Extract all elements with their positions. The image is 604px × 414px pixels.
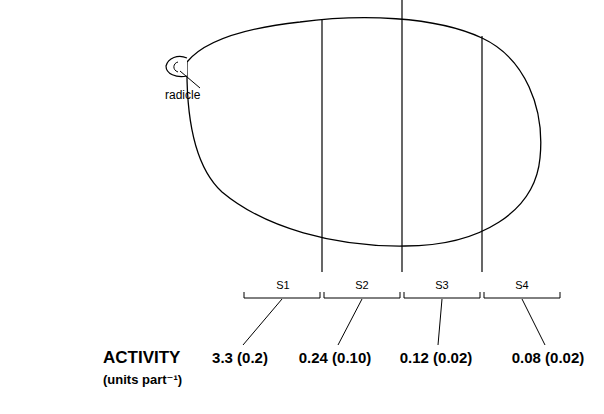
section-line: [401, 0, 402, 272]
leader-line: [338, 299, 362, 345]
radicle-tip: [174, 62, 178, 72]
section-label: S2: [355, 279, 368, 291]
leader-line: [180, 71, 200, 88]
section-bracket: [484, 292, 560, 298]
section-label: S3: [435, 279, 448, 291]
activity-value: 0.08 (0.02): [512, 350, 585, 367]
unit-label: (units part⁻¹): [103, 373, 182, 387]
axis-label: ACTIVITY: [103, 349, 180, 368]
section-bracket: [324, 292, 400, 298]
activity-value: 0.12 (0.02): [400, 350, 473, 367]
section-bracket: [404, 292, 480, 298]
radicle-shape: [166, 56, 187, 76]
leader-line: [522, 299, 545, 345]
part-label: radicle: [165, 89, 200, 102]
activity-value: 0.24 (0.10): [299, 350, 372, 367]
leader-line: [438, 299, 442, 345]
section-bracket: [244, 292, 320, 298]
activity-value: 3.3 (0.2): [212, 350, 268, 367]
section-line: [321, 20, 322, 272]
section-label: S1: [276, 279, 289, 291]
leader-line: [243, 299, 282, 345]
seed-outline: [187, 18, 541, 246]
section-line: [481, 36, 482, 272]
section-label: S4: [515, 279, 528, 291]
